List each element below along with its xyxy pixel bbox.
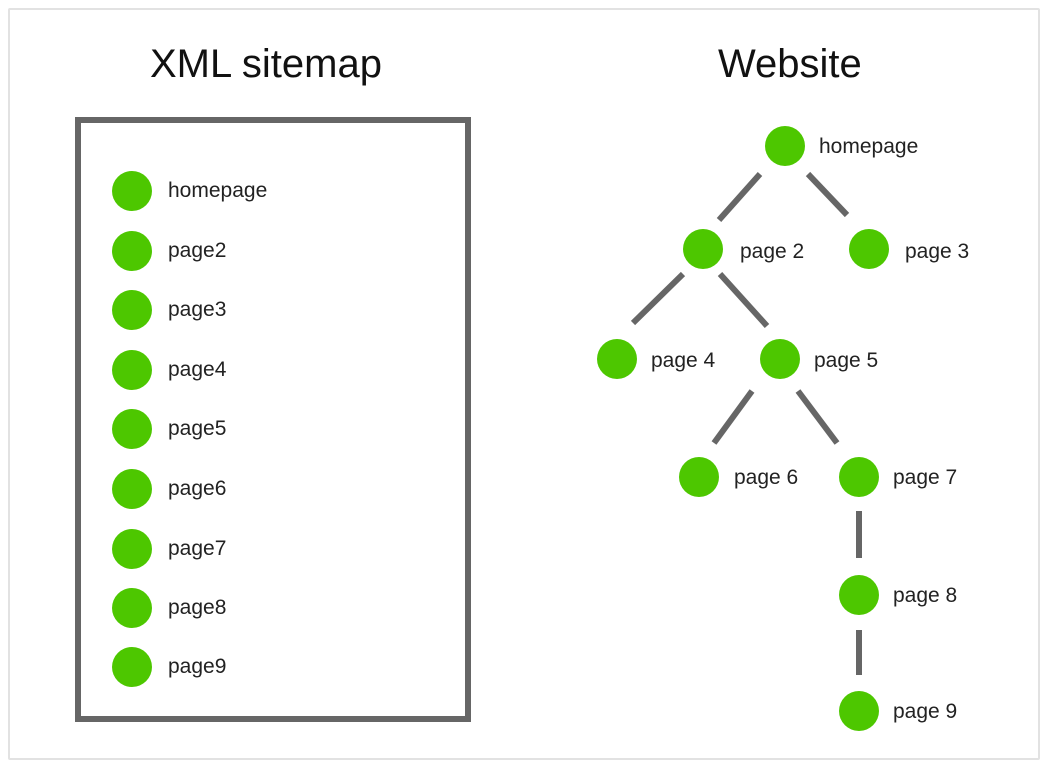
sitemap-item-label: homepage bbox=[168, 179, 268, 202]
tree-node-label: page 3 bbox=[905, 240, 969, 263]
tree-node-page5: page 5 bbox=[760, 339, 878, 379]
sitemap-item-page7: page7 bbox=[112, 529, 226, 569]
tree-node-label: page 2 bbox=[740, 240, 804, 263]
tree-node-label: page 7 bbox=[893, 466, 957, 489]
tree-node-page9: page 9 bbox=[839, 691, 957, 731]
edge-homepage-page2 bbox=[716, 172, 763, 222]
tree-node-page4: page 4 bbox=[597, 339, 716, 379]
diagram-frame bbox=[8, 8, 1040, 760]
sitemap-item-label: page7 bbox=[168, 537, 227, 560]
edge-page2-page4 bbox=[630, 271, 686, 326]
green-dot-icon bbox=[112, 290, 152, 330]
green-dot-icon bbox=[597, 339, 637, 379]
sitemap-item-label: page4 bbox=[168, 358, 227, 381]
tree-node-page2: page 2 bbox=[683, 229, 804, 269]
green-dot-icon bbox=[839, 457, 879, 497]
green-dot-icon bbox=[760, 339, 800, 379]
sitemap-item-page9: page9 bbox=[112, 647, 226, 687]
green-dot-icon bbox=[112, 469, 152, 509]
green-dot-icon bbox=[765, 126, 805, 166]
tree-node-page7: page 7 bbox=[839, 457, 957, 497]
sitemap-item-page3: page3 bbox=[112, 290, 226, 330]
green-dot-icon bbox=[112, 588, 152, 628]
green-dot-icon bbox=[112, 647, 152, 687]
tree-node-page3: page 3 bbox=[849, 229, 969, 269]
sitemap-item-page5: page5 bbox=[112, 409, 226, 449]
sitemap-list-box: homepage page2 page3 page4 page5 page6 p… bbox=[75, 117, 471, 722]
tree-node-label: page 8 bbox=[893, 584, 957, 607]
tree-node-label: homepage bbox=[819, 135, 918, 158]
edge-page5-page6 bbox=[711, 389, 755, 445]
tree-node-label: page 9 bbox=[893, 700, 957, 723]
green-dot-icon bbox=[112, 529, 152, 569]
edge-page2-page5 bbox=[717, 271, 770, 329]
green-dot-icon bbox=[839, 691, 879, 731]
website-title: Website bbox=[718, 42, 862, 86]
tree-node-label: page 5 bbox=[814, 349, 878, 372]
tree-node-label: page 4 bbox=[651, 349, 716, 372]
green-dot-icon bbox=[112, 409, 152, 449]
sitemap-item-homepage: homepage bbox=[112, 171, 267, 211]
edge-page5-page7 bbox=[795, 389, 840, 445]
green-dot-icon bbox=[683, 229, 723, 269]
sitemap-item-label: page6 bbox=[168, 477, 227, 500]
tree-edges bbox=[630, 171, 862, 675]
sitemap-item-page8: page8 bbox=[112, 588, 226, 628]
green-dot-icon bbox=[849, 229, 889, 269]
green-dot-icon bbox=[112, 350, 152, 390]
tree-node-page8: page 8 bbox=[839, 575, 957, 615]
green-dot-icon bbox=[112, 171, 152, 211]
tree-node-homepage: homepage bbox=[765, 126, 918, 166]
sitemap-item-label: page8 bbox=[168, 596, 227, 619]
tree-node-page6: page 6 bbox=[679, 457, 798, 497]
green-dot-icon bbox=[679, 457, 719, 497]
sitemap-item-label: page2 bbox=[168, 239, 227, 262]
sitemap-item-page4: page4 bbox=[112, 350, 226, 390]
sitemap-item-label: page5 bbox=[168, 417, 227, 440]
sitemap-item-page6: page6 bbox=[112, 469, 226, 509]
xml-sitemap-title: XML sitemap bbox=[150, 42, 382, 86]
tree-node-label: page 6 bbox=[734, 466, 798, 489]
green-dot-icon bbox=[112, 231, 152, 271]
green-dot-icon bbox=[839, 575, 879, 615]
sitemap-item-page2: page2 bbox=[112, 231, 226, 271]
edge-homepage-page3 bbox=[805, 171, 850, 218]
sitemap-item-label: page9 bbox=[168, 655, 227, 678]
sitemap-item-label: page3 bbox=[168, 298, 227, 321]
